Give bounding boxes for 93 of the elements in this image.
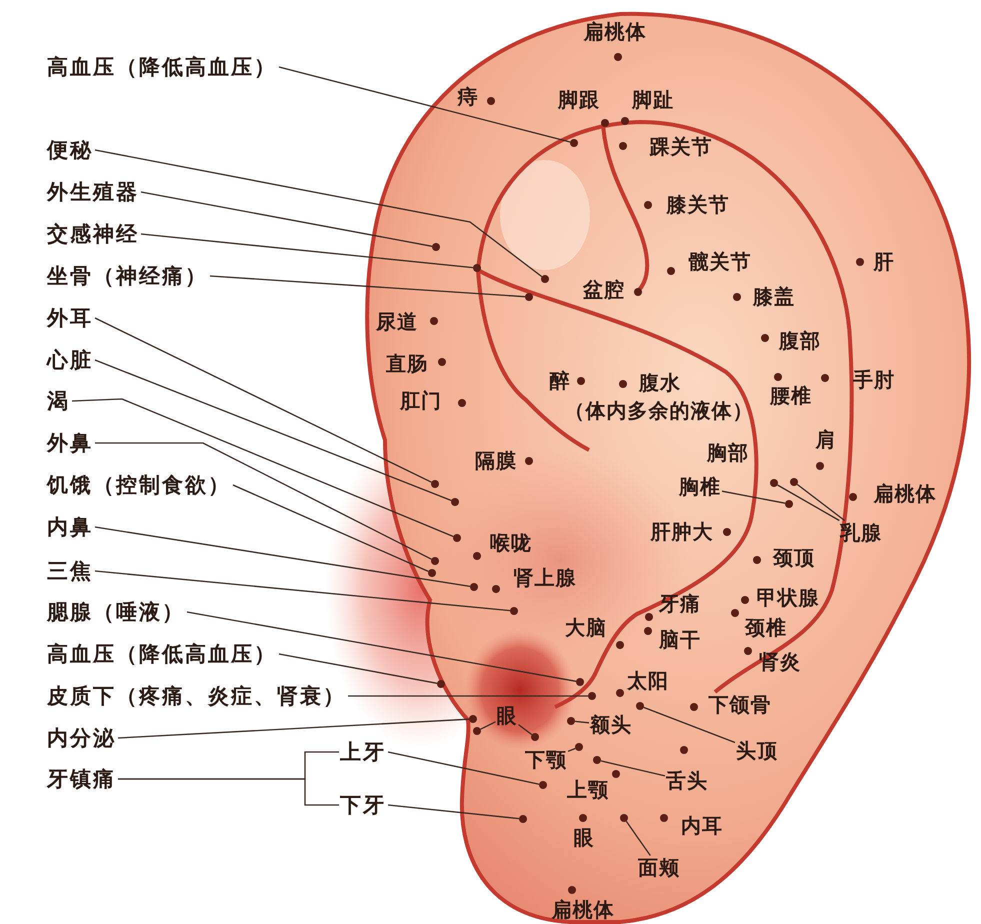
leader-line: [118, 718, 470, 739]
point-label: 心脏: [47, 348, 93, 372]
point-label: 外生殖器: [47, 180, 139, 204]
leader-line: [186, 611, 576, 682]
point-label: 肝: [874, 250, 894, 274]
point-label: 膝关节: [666, 194, 730, 216]
point-label: 肩: [816, 428, 836, 452]
point-label: 醉: [550, 370, 570, 392]
point-label: 大脑: [565, 616, 607, 640]
point-label: （体内多余的液体）: [564, 400, 754, 422]
point-label: 膝盖: [753, 286, 795, 308]
point-label: 颈椎: [745, 616, 787, 640]
point-label: 脑干: [659, 628, 701, 652]
leader-line: [118, 778, 339, 806]
point-label: 盆腔: [583, 278, 625, 302]
point-label: 喉咙: [490, 532, 532, 554]
leader-line: [72, 398, 454, 538]
leader-line: [95, 442, 432, 560]
point-label: 饥饿（控制食欲）: [47, 472, 231, 498]
point-label: 胸部: [707, 442, 749, 464]
leader-line: [210, 275, 526, 298]
point-label: 颈顶: [773, 546, 815, 570]
point-label: 额头: [590, 714, 632, 736]
point-label: 腹部: [779, 330, 821, 352]
leader-line: [796, 484, 845, 522]
point-label: 扁桃体: [584, 20, 646, 44]
point-label: 脚趾: [632, 88, 674, 112]
point-label: 胸椎: [679, 476, 721, 498]
point-label: 牙镇痛: [47, 766, 116, 792]
leader-line: [568, 748, 576, 752]
leader-line: [94, 526, 470, 588]
point-label: 腮腺（唾液）: [47, 600, 185, 624]
point-label: 直肠: [386, 352, 428, 376]
leader-line: [574, 720, 590, 724]
leader-line: [480, 721, 496, 730]
point-label: 外耳: [47, 306, 93, 330]
leader-line: [94, 570, 510, 612]
point-label: 下颌骨: [708, 694, 772, 716]
point-label: 肝肿大: [650, 520, 714, 544]
leader-line: [278, 653, 438, 684]
leader-line: [348, 695, 588, 697]
point-label: 眼: [574, 826, 594, 850]
point-label: 牙痛: [659, 592, 701, 616]
leader-line: [626, 820, 651, 856]
point-label: 内分泌: [47, 726, 116, 750]
point-label: 太阳: [627, 670, 669, 692]
point-label: 高血压（降低高血压）: [47, 642, 277, 666]
leader-line: [388, 751, 540, 785]
point-label: 肾炎: [759, 650, 801, 674]
point-label: 面颊: [638, 856, 680, 880]
point-label: 眼: [496, 704, 518, 728]
leader-line: [140, 191, 432, 247]
point-label: 内鼻: [47, 514, 93, 540]
point-label: 甲状腺: [756, 586, 820, 610]
point-label: 隔膜: [475, 450, 517, 472]
point-label: 脚跟: [558, 88, 600, 112]
point-label: 高血压（降低高血压）: [47, 54, 277, 80]
leader-line: [518, 724, 532, 736]
point-label: 上牙: [340, 740, 386, 764]
leader-line: [388, 804, 520, 820]
leader-line: [94, 149, 542, 278]
point-label: 坐骨（神经痛）: [47, 264, 208, 288]
point-label: 外鼻: [47, 430, 93, 456]
leader-line: [643, 706, 736, 744]
point-label: 扁桃体: [552, 898, 614, 922]
point-label: 腰椎: [770, 384, 812, 408]
point-label: 下颚: [525, 748, 567, 772]
leader-line: [140, 233, 474, 268]
leader-line: [94, 317, 432, 483]
point-label: 上颚: [567, 778, 609, 802]
point-label: 便秘: [47, 138, 93, 162]
point-label: 头顶: [736, 740, 778, 762]
point-label: 痔: [458, 86, 478, 108]
point-label: 舌头: [666, 770, 708, 792]
point-label: 肛门: [400, 390, 442, 412]
point-label: 腹水: [639, 372, 681, 394]
point-label: 肾上腺: [514, 566, 576, 590]
leader-line: [232, 484, 429, 572]
point-label: 下牙: [340, 792, 386, 818]
point-label: 髋关节: [688, 250, 752, 274]
point-label: 踝关节: [650, 136, 712, 158]
leader-line: [600, 760, 666, 777]
point-label: 皮质下（疼痛、炎症、肾衰）: [47, 684, 346, 708]
point-label: 扁桃体: [874, 482, 936, 506]
point-label: 尿道: [376, 310, 418, 334]
leader-line: [777, 484, 840, 522]
leader-line: [278, 66, 570, 143]
point-label: 三焦: [47, 558, 93, 584]
leader-line: [94, 359, 452, 502]
point-label: 交感神经: [47, 222, 139, 246]
point-label: 渴: [47, 388, 70, 414]
leader-line: [722, 490, 786, 504]
point-label: 内耳: [681, 814, 723, 838]
